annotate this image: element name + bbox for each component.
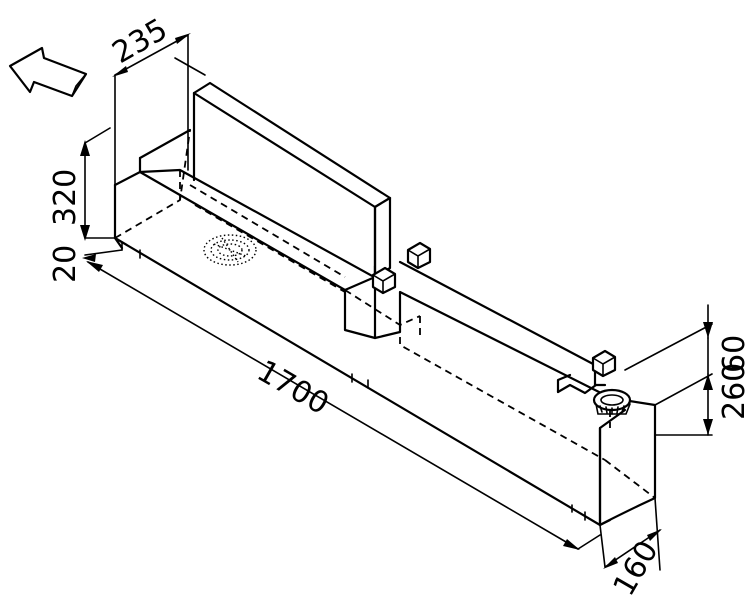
dim-plinth: 20 — [48, 245, 83, 283]
dim-length: 1700 — [251, 354, 335, 422]
cabinet-body — [113, 81, 657, 527]
dim-height-back: 320 — [48, 169, 83, 226]
dimension-lines — [80, 33, 713, 571]
round-dial-icon — [592, 388, 632, 415]
arrow-direction-icon — [8, 46, 88, 98]
dim-height-front: 260 — [717, 363, 752, 420]
dim-depth-front: 160 — [607, 535, 666, 600]
dim-top-offset: 60 — [717, 335, 752, 373]
speaker-grille-icon — [203, 234, 257, 266]
